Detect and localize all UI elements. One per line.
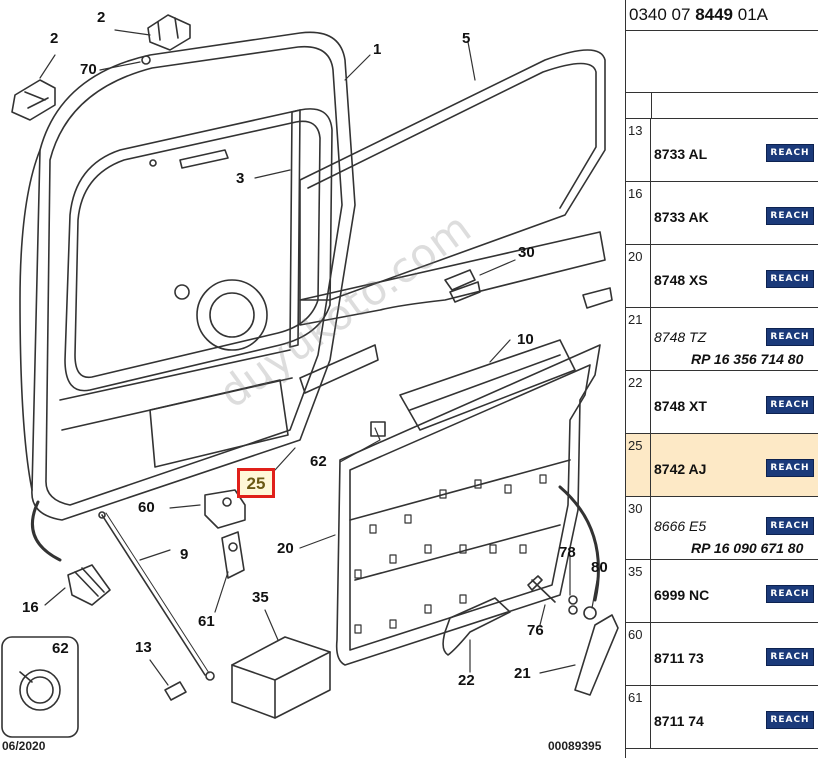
reach-badge: REACH bbox=[766, 207, 814, 225]
callout-5: 5 bbox=[462, 30, 471, 47]
part-code: 8733 AL bbox=[654, 146, 708, 162]
buffer-16 bbox=[67, 564, 111, 606]
part-ref: 35 bbox=[626, 560, 651, 622]
part-code: 8711 74 bbox=[654, 713, 704, 729]
inset-box-62 bbox=[1, 636, 79, 738]
part-code: 6999 NC bbox=[654, 587, 710, 603]
callout-62: 62 bbox=[310, 453, 327, 470]
footer-date: 06/2020 bbox=[2, 739, 46, 753]
part-row[interactable]: 30 8666 E5 REACH RP 16 090 671 80 bbox=[626, 497, 818, 560]
part-ref: 13 bbox=[626, 119, 651, 181]
glass-panel-3 bbox=[289, 109, 301, 348]
callout-35: 35 bbox=[252, 589, 269, 606]
reach-badge: REACH bbox=[766, 459, 814, 477]
part-ref: 30 bbox=[626, 497, 651, 559]
fastener-box bbox=[231, 636, 331, 719]
hinge-left bbox=[11, 79, 56, 121]
part-row[interactable]: 35 6999 NC REACH bbox=[626, 560, 818, 623]
part-row[interactable]: 60 8711 73 REACH bbox=[626, 623, 818, 686]
callout-20: 20 bbox=[277, 540, 294, 557]
replacement-part: RP 16 090 671 80 bbox=[691, 540, 804, 556]
hinge-top bbox=[147, 14, 191, 51]
callout-70: 70 bbox=[80, 61, 97, 78]
part-row[interactable]: 61 8711 74 REACH bbox=[626, 686, 818, 749]
gas-strut bbox=[101, 514, 206, 676]
callout-61: 61 bbox=[198, 613, 215, 630]
callout-13: 13 bbox=[135, 639, 152, 656]
part-row[interactable]: 16 8733 AK REACH bbox=[626, 182, 818, 245]
callout-80: 80 bbox=[591, 559, 608, 576]
callout-10: 10 bbox=[517, 331, 534, 348]
reach-badge: REACH bbox=[766, 517, 814, 535]
part-row[interactable]: 21 8748 TZ REACH RP 16 356 714 80 bbox=[626, 308, 818, 371]
part-ref: 21 bbox=[626, 308, 651, 370]
callout-76: 76 bbox=[527, 622, 544, 639]
callout-2b: 2 bbox=[50, 30, 59, 47]
part-ref: 22 bbox=[626, 371, 651, 433]
callout-16: 16 bbox=[22, 599, 39, 616]
chrome-strip bbox=[299, 231, 606, 326]
strap-21 bbox=[574, 614, 619, 696]
window-frame bbox=[64, 108, 333, 392]
ref-suffix: 01A bbox=[733, 5, 768, 24]
reach-badge: REACH bbox=[766, 396, 814, 414]
callout-25-highlighted[interactable]: 25 bbox=[237, 468, 275, 498]
part-ref: 60 bbox=[626, 623, 651, 685]
parts-list-panel: 0340 07 8449 01A 13 8733 AL REACH 16 8733… bbox=[625, 0, 818, 758]
callout-78: 78 bbox=[559, 544, 576, 561]
exploded-parts-diagram: duyukoto.com 2 2 70 1 5 3 30 10 62 25 60… bbox=[1, 9, 619, 753]
glass-panel-5 bbox=[299, 49, 606, 301]
reference-number: 0340 07 8449 01A bbox=[626, 0, 818, 31]
callout-9: 9 bbox=[180, 546, 189, 563]
reach-badge: REACH bbox=[766, 328, 814, 346]
part-code: 8748 TZ bbox=[654, 329, 707, 345]
table-header bbox=[626, 93, 818, 119]
part-row[interactable]: 22 8748 XT REACH bbox=[626, 371, 818, 434]
striker-61 bbox=[221, 531, 245, 579]
part-code: 8666 E5 bbox=[654, 518, 707, 534]
footer-code: 00089395 bbox=[548, 739, 602, 753]
trim-panel bbox=[335, 344, 601, 666]
reach-badge: REACH bbox=[766, 711, 814, 729]
part-code: 8733 AK bbox=[654, 209, 709, 225]
part-code: 8748 XT bbox=[654, 398, 707, 414]
ref-prefix: 0340 07 bbox=[629, 5, 696, 24]
part-row[interactable]: 20 8748 XS REACH bbox=[626, 245, 818, 308]
part-code: 8711 73 bbox=[654, 650, 704, 666]
part-ref: 20 bbox=[626, 245, 651, 307]
callout-2a: 2 bbox=[97, 9, 106, 26]
reach-badge: REACH bbox=[766, 648, 814, 666]
callout-22: 22 bbox=[458, 672, 475, 689]
part-code: 8748 XS bbox=[654, 272, 708, 288]
reach-badge: REACH bbox=[766, 144, 814, 162]
callout-30: 30 bbox=[518, 244, 535, 261]
reach-badge: REACH bbox=[766, 270, 814, 288]
part-row-selected[interactable]: 25 8742 AJ REACH bbox=[626, 434, 818, 497]
tailgate-bar-62 bbox=[299, 344, 379, 394]
part-ref: 61 bbox=[626, 686, 651, 748]
callout-21: 21 bbox=[514, 665, 531, 682]
part-ref: 25 bbox=[626, 434, 651, 496]
callout-60: 60 bbox=[138, 499, 155, 516]
latch-60 bbox=[204, 489, 246, 529]
diagram-drawing bbox=[1, 14, 619, 738]
callout-1: 1 bbox=[373, 41, 382, 58]
handle-22 bbox=[442, 597, 511, 656]
part-row[interactable]: 13 8733 AL REACH bbox=[626, 119, 818, 182]
part-ref: 16 bbox=[626, 182, 651, 244]
replacement-part: RP 16 356 714 80 bbox=[691, 351, 804, 367]
part-code: 8742 AJ bbox=[654, 461, 707, 477]
callout-62-inset: 62 bbox=[52, 640, 69, 657]
ref-bold: 8449 bbox=[695, 5, 734, 24]
callout-3: 3 bbox=[236, 170, 245, 187]
reference-blank bbox=[626, 31, 818, 93]
tailgate-outline bbox=[31, 31, 356, 521]
reach-badge: REACH bbox=[766, 585, 814, 603]
